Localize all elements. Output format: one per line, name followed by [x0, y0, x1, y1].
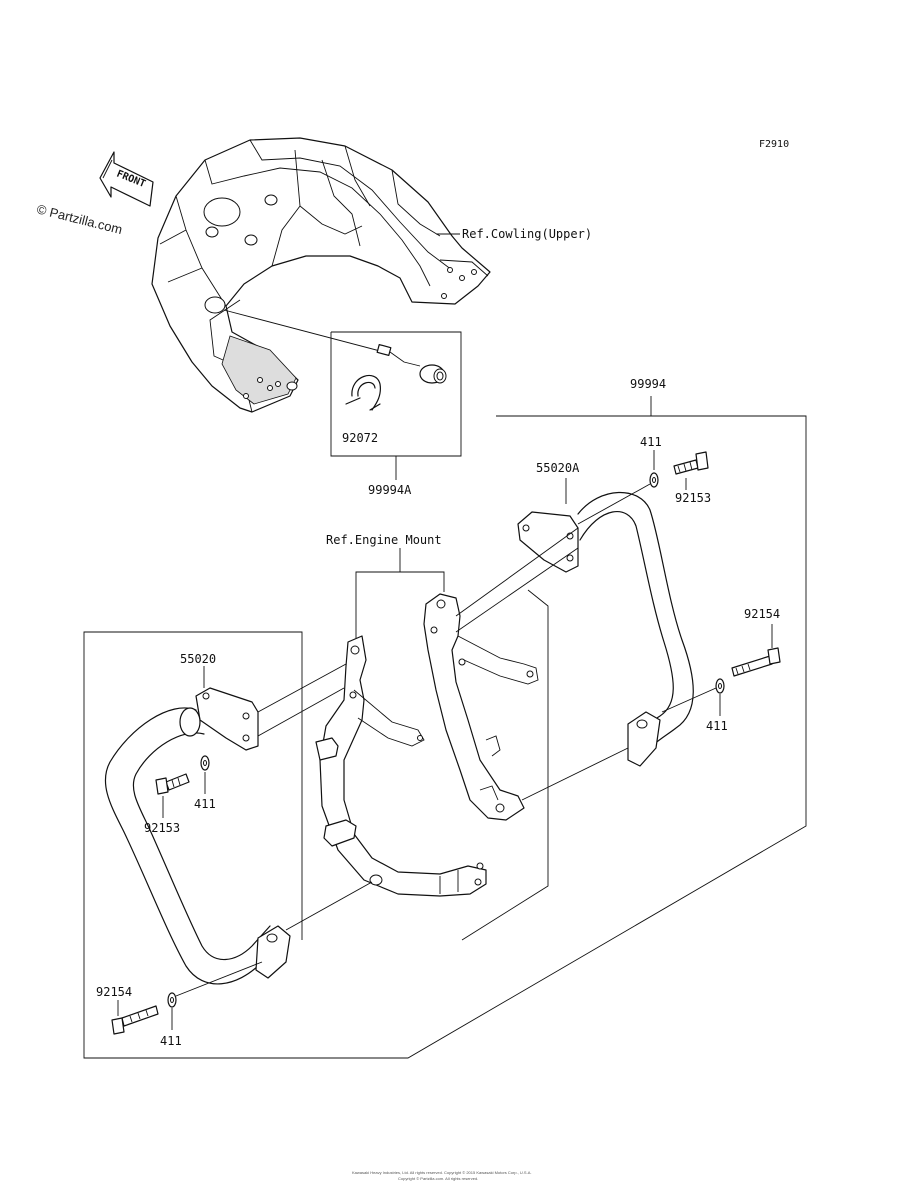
guard-55020A: 55020A — [455, 461, 694, 767]
bolt-92154-left: 92154 — [96, 985, 159, 1035]
guard-55020A-label: 55020A — [536, 461, 580, 475]
guard-55020: 55020 — [104, 652, 373, 985]
bolt-92153-left-label: 92153 — [144, 821, 180, 835]
diagram-id: F2910 — [759, 139, 789, 150]
bolt-92153-top: 92153 — [673, 451, 711, 505]
socket-plug — [376, 343, 447, 384]
kit-99994A-box: 99994A 92072 — [223, 309, 462, 497]
bolt-92153-top-label: 92153 — [675, 491, 711, 505]
washer-411-bottom: 411 — [160, 961, 263, 1048]
washer-411-right: 411 — [521, 678, 728, 801]
partzilla-watermark: © Partzilla.com — [35, 201, 124, 237]
footer-copyright-1: Kawasaki Heavy Industries, Ltd. All righ… — [352, 1170, 531, 1175]
engine-mount-frame — [315, 635, 487, 897]
bolt-92154-right-label: 92154 — [744, 607, 780, 621]
washer-411-bottom-label: 411 — [160, 1034, 182, 1048]
engine-mount-bracket: Ref.Engine Mount — [326, 533, 549, 941]
washer-411-left: 411 — [194, 755, 216, 811]
bolt-92154-left-label: 92154 — [96, 985, 132, 999]
bolt-92154-right: 92154 — [731, 607, 781, 677]
kit-99994-label: 99994 — [630, 377, 666, 391]
guard-55020-label: 55020 — [180, 652, 216, 666]
kit-99994-outline: 99994 — [83, 377, 807, 1059]
footer-copyright-2: Copyright © Partzilla.com. All rights re… — [398, 1176, 478, 1181]
bolt-92153-left: 92153 — [144, 773, 190, 835]
clamp-92072 — [345, 374, 381, 411]
washer-411-left-label: 411 — [194, 797, 216, 811]
washer-411-top-label: 411 — [640, 435, 662, 449]
washer-411-right-label: 411 — [706, 719, 728, 733]
kit-99994A-label: 99994A — [368, 483, 412, 497]
ref-cowling-label: Ref.Cowling(Upper) — [462, 227, 592, 241]
engine-bracket-right — [423, 593, 539, 821]
front-arrow-icon: FRONT — [99, 151, 154, 207]
ref-engine-mount-label: Ref.Engine Mount — [326, 533, 442, 547]
washer-411-top: 411 — [577, 435, 662, 525]
clamp-92072-label: 92072 — [342, 431, 378, 445]
